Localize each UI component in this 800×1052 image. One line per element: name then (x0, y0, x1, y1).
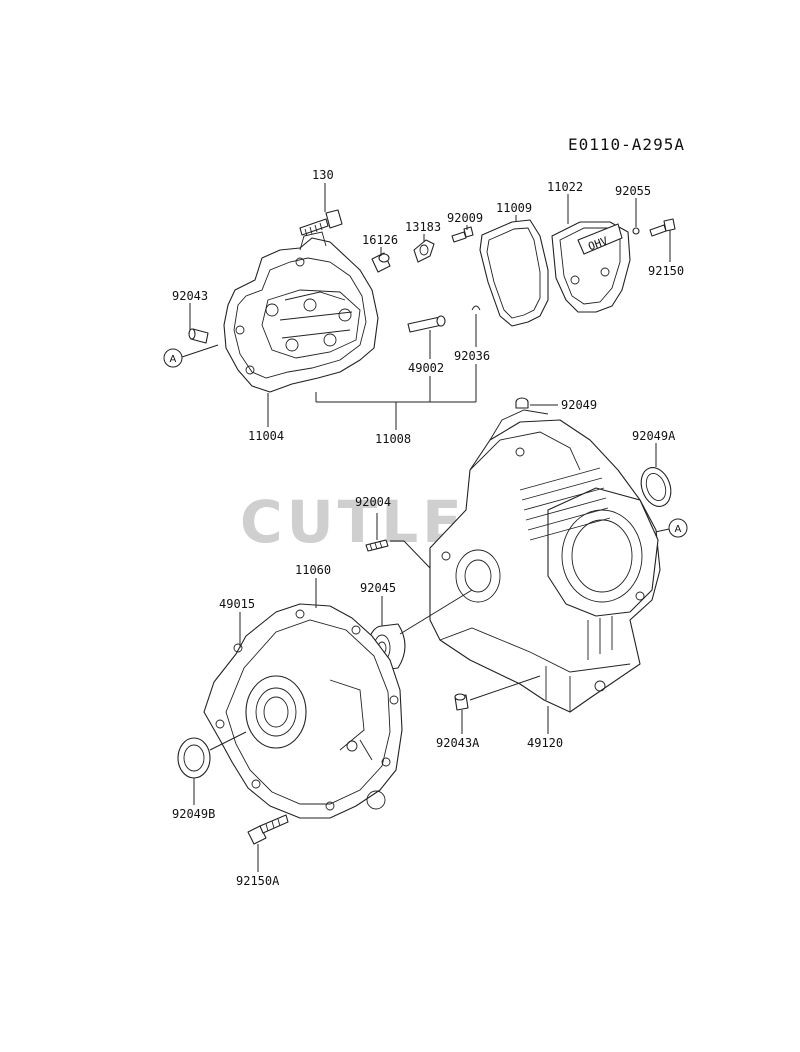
part-label-92049b[interactable]: 92049B (172, 807, 215, 821)
part-label-92049[interactable]: 92049 (561, 398, 597, 412)
reference-mark-a-right: A (668, 518, 688, 538)
stud-92004[interactable] (365, 539, 389, 552)
part-label-92036[interactable]: 92036 (454, 349, 490, 363)
bolt-92150[interactable] (649, 218, 676, 237)
part-label-11008[interactable]: 11008 (375, 432, 411, 446)
crankcase-49120[interactable] (429, 409, 661, 713)
diagram-code: E0110-A295A (568, 135, 685, 154)
valve-49002[interactable] (407, 315, 446, 333)
part-label-13183[interactable]: 13183 (405, 220, 441, 234)
part-label-11060[interactable]: 11060 (295, 563, 331, 577)
leader-ref-a-left (181, 344, 219, 358)
leader-92045-b (399, 589, 473, 635)
dowel-pin-92043[interactable] (188, 328, 209, 344)
washer-92055[interactable] (632, 227, 640, 235)
cylinder-head-11004[interactable] (223, 231, 379, 393)
oil-seal-92049a[interactable] (636, 463, 676, 510)
leader-92043a-b (469, 675, 541, 701)
crankcase-cover-11060[interactable] (203, 603, 403, 819)
bracket-11008 (315, 364, 477, 430)
svg-text:A: A (170, 354, 177, 365)
oil-seal-92049b[interactable] (177, 737, 211, 779)
valve-cover-11022[interactable]: OHV (551, 221, 631, 313)
part-label-92043[interactable]: 92043 (172, 289, 208, 303)
svg-text:A: A (675, 524, 682, 535)
plug-92049[interactable] (515, 397, 529, 409)
part-label-130[interactable]: 130 (312, 168, 334, 182)
part-label-92049a[interactable]: 92049A (632, 429, 676, 443)
rocker-gasket-11009[interactable] (479, 219, 549, 327)
part-label-49002[interactable]: 49002 (408, 361, 444, 375)
dowel-pin-92043a[interactable] (454, 693, 469, 711)
part-label-11022[interactable]: 11022 (547, 180, 583, 194)
part-label-11004[interactable]: 11004 (248, 429, 284, 443)
reference-mark-a-left: A (163, 348, 183, 368)
bolt-92009[interactable] (451, 226, 474, 243)
part-label-92150a[interactable]: 92150A (236, 874, 280, 888)
leader-92049b-b (209, 731, 247, 751)
part-label-92043a[interactable]: 92043A (436, 736, 480, 750)
part-label-92150[interactable]: 92150 (648, 264, 684, 278)
gasket-13183[interactable] (413, 239, 435, 263)
part-label-49120[interactable]: 49120 (527, 736, 563, 750)
part-label-92004[interactable]: 92004 (355, 495, 391, 509)
clip-92036[interactable] (471, 305, 481, 311)
part-label-11009[interactable]: 11009 (496, 201, 532, 215)
part-label-92055[interactable]: 92055 (615, 184, 651, 198)
bolt-92150a[interactable] (247, 814, 289, 845)
leader-92004-c (403, 540, 431, 569)
bolt-130[interactable] (299, 209, 343, 237)
part-label-92045[interactable]: 92045 (360, 581, 396, 595)
part-label-49015[interactable]: 49015 (219, 597, 255, 611)
part-label-92009[interactable]: 92009 (447, 211, 483, 225)
part-label-16126[interactable]: 16126 (362, 233, 398, 247)
